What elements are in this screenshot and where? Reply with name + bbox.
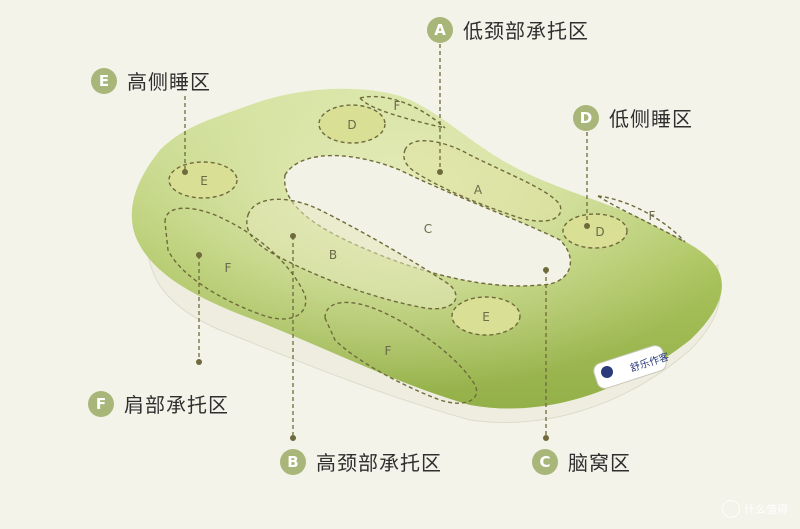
badge-a: A	[427, 16, 453, 43]
watermark: 什么值得	[722, 500, 788, 518]
zone-letter-c: C	[424, 222, 432, 236]
zone-letter-d-right: D	[595, 225, 604, 239]
badge-f: F	[88, 390, 114, 417]
zone-letter-f-top: F	[394, 99, 401, 113]
label-high-side-sleep: 高侧睡区	[127, 70, 211, 94]
zone-letter-f-left: F	[225, 261, 232, 275]
leader-lines	[184, 44, 588, 438]
zone-f-right	[597, 195, 686, 243]
callout-f: F 肩部承托区	[88, 389, 229, 418]
zone-letter-b: B	[329, 248, 337, 262]
zone-letter-e-bottom: E	[482, 310, 490, 324]
callout-b: B 高颈部承托区	[280, 447, 442, 476]
zone-letter-e-left: E	[200, 174, 208, 188]
callout-d: D 低侧睡区	[573, 103, 693, 132]
badge-d: D	[573, 104, 599, 131]
zone-letter-f-right: F	[649, 209, 656, 223]
zone-f-left	[164, 207, 307, 320]
zone-letter-a: A	[474, 183, 483, 197]
badge-b: B	[280, 448, 306, 475]
zone-a	[403, 140, 562, 222]
callout-e: E 高侧睡区	[91, 66, 211, 95]
zone-letter-d-top: D	[347, 118, 356, 132]
zone-b	[246, 198, 457, 310]
zone-d-top	[318, 104, 386, 144]
zone-letter-f-bottom: F	[385, 344, 392, 358]
label-shoulder-support: 肩部承托区	[124, 393, 229, 417]
badge-e: E	[91, 67, 117, 94]
callout-a: A 低颈部承托区	[427, 15, 589, 44]
zone-e-bottom	[451, 296, 521, 336]
badge-c: C	[532, 448, 558, 475]
label-head-cradle: 脑窝区	[568, 451, 631, 475]
leader-dots	[182, 169, 590, 441]
label-high-neck-support: 高颈部承托区	[316, 451, 442, 475]
zone-f-top	[359, 95, 446, 129]
label-low-side-sleep: 低侧睡区	[609, 107, 693, 131]
label-low-neck-support: 低颈部承托区	[463, 19, 589, 43]
watermark-text: 什么值得	[744, 503, 788, 516]
watermark-logo-icon	[722, 500, 740, 518]
zone-d-right	[562, 213, 628, 249]
callout-c: C 脑窝区	[532, 447, 631, 476]
